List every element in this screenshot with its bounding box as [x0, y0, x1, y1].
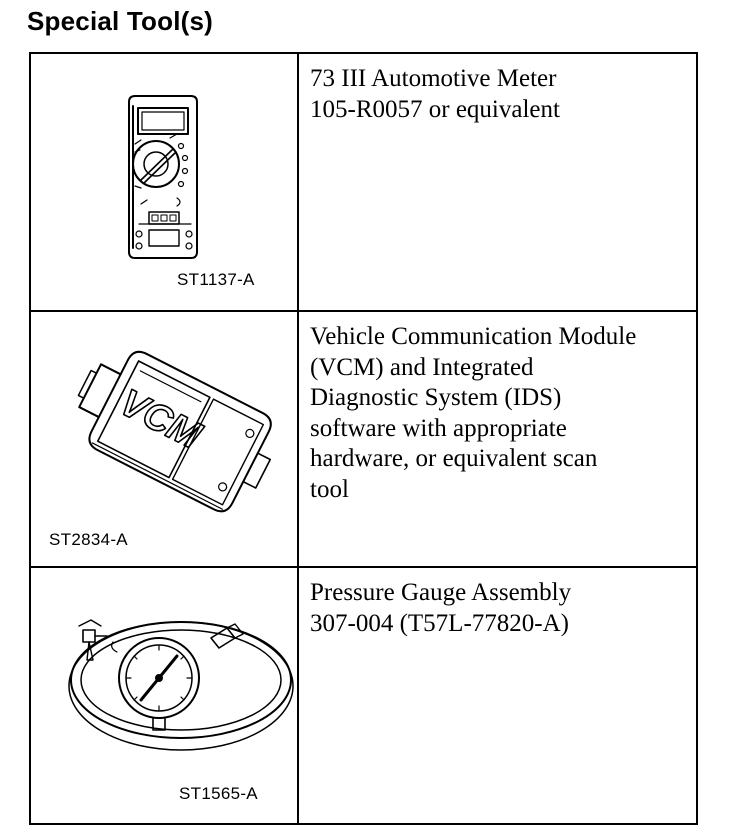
- tool-row: VCM ST2834-A Vehicle Communication Modul…: [29, 310, 698, 568]
- tool-illustration-cell: ST1137-A: [29, 52, 299, 312]
- description-line: 73 III Automotive Meter: [310, 65, 557, 92]
- description-line: tool: [310, 475, 349, 503]
- description-line: hardware, or equivalent scan: [310, 445, 598, 472]
- tool-description-cell: 73 III Automotive Meter 105-R0057 or equ…: [297, 52, 698, 312]
- vcm-module-icon: VCM ST2834-A: [31, 312, 297, 566]
- description-line: Vehicle Communication Module: [310, 323, 637, 350]
- tool-description: Pressure Gauge Assembly 307-004 (T57L-77…: [299, 568, 696, 639]
- page-heading: Special Tool(s): [27, 6, 213, 36]
- tool-description-cell: Pressure Gauge Assembly 307-004 (T57L-77…: [297, 566, 698, 825]
- description-line: Pressure Gauge Assembly: [310, 579, 572, 606]
- description-line: 307-004 (T57L-77820-A): [310, 609, 569, 637]
- vcm-label: VCM: [113, 382, 209, 458]
- tool-row: ST1565-A Pressure Gauge Assembly 307-004…: [29, 566, 698, 825]
- special-tools-table: ST1137-A 73 III Automotive Meter 105-R00…: [29, 52, 698, 825]
- tool-illustration-cell: ST1565-A: [29, 566, 299, 825]
- tool-code: ST2834-A: [49, 530, 128, 549]
- tool-description: Vehicle Communication Module (VCM) and I…: [299, 312, 696, 505]
- pressure-gauge-icon: ST1565-A: [31, 568, 297, 823]
- description-line: Diagnostic System (IDS): [310, 384, 562, 411]
- description-line: software with appropriate: [310, 414, 567, 442]
- tool-code: ST1137-A: [177, 270, 255, 289]
- automotive-meter-icon: ST1137-A: [31, 54, 297, 310]
- tool-code: ST1565-A: [179, 784, 258, 803]
- description-line: (VCM) and Integrated: [310, 353, 534, 381]
- tool-row: ST1137-A 73 III Automotive Meter 105-R00…: [29, 52, 698, 312]
- tool-description: 73 III Automotive Meter 105-R0057 or equ…: [299, 54, 696, 125]
- tool-illustration-cell: VCM ST2834-A: [29, 310, 299, 568]
- tool-description-cell: Vehicle Communication Module (VCM) and I…: [297, 310, 698, 568]
- description-line: 105-R0057 or equivalent: [310, 95, 560, 123]
